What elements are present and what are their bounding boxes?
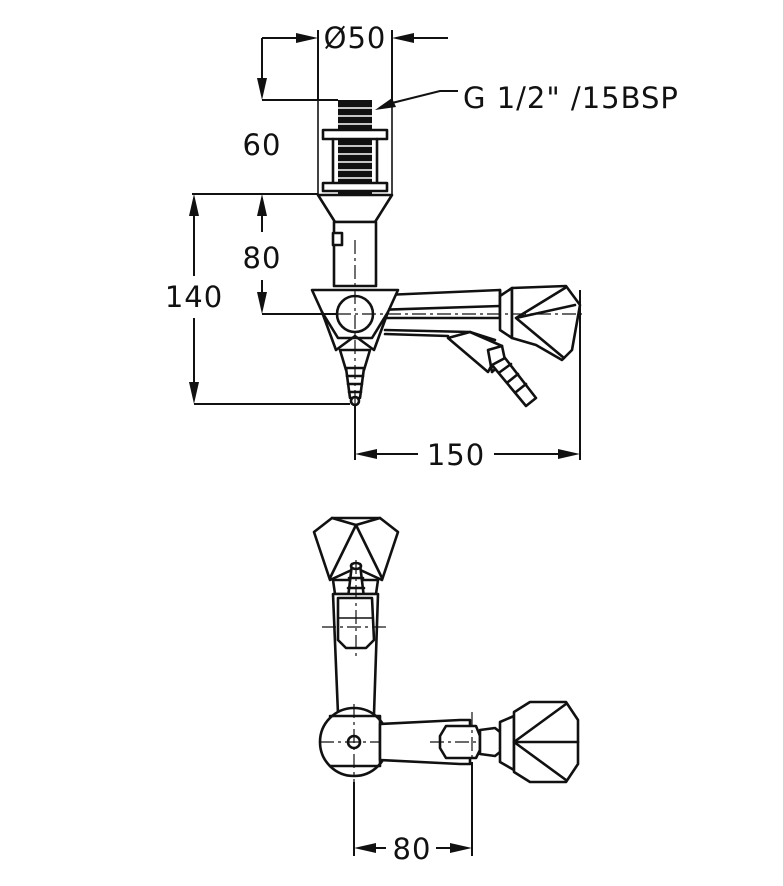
dimension-thread: G 1/2" /15BSP <box>375 81 679 115</box>
bottom-spacing-label: 80 <box>393 832 432 866</box>
right-handle-knob <box>510 284 582 362</box>
dimension-diameter: Ø50 <box>262 21 448 100</box>
dimension-shank-height: 60 <box>243 38 338 162</box>
thread-label: G 1/2" /15BSP <box>463 81 679 115</box>
arm-valve-collar <box>498 286 514 340</box>
dimension-total-height: 140 <box>165 194 350 405</box>
thread-body <box>338 100 372 194</box>
side-view: Ø50 G 1/2" /15BSP 60 80 <box>165 21 679 472</box>
top-handle-knob <box>312 516 400 582</box>
reach-label: 150 <box>427 438 485 472</box>
lock-washer <box>321 181 389 193</box>
diameter-label: Ø50 <box>324 21 387 55</box>
threaded-shank <box>317 100 393 194</box>
total-height-label: 140 <box>165 280 223 314</box>
dimension-bottom-spacing: 80 <box>353 762 473 866</box>
flange-cone <box>316 193 394 224</box>
lock-nut <box>321 128 389 141</box>
dimension-body-height: 80 <box>192 193 338 315</box>
dimension-reach: 150 <box>354 290 581 472</box>
shank-height-label: 60 <box>243 128 282 162</box>
body-height-label: 80 <box>243 241 282 275</box>
angled-hose-barb <box>490 356 538 408</box>
top-view: 80 <box>312 516 580 866</box>
indicator-mark <box>331 231 344 247</box>
